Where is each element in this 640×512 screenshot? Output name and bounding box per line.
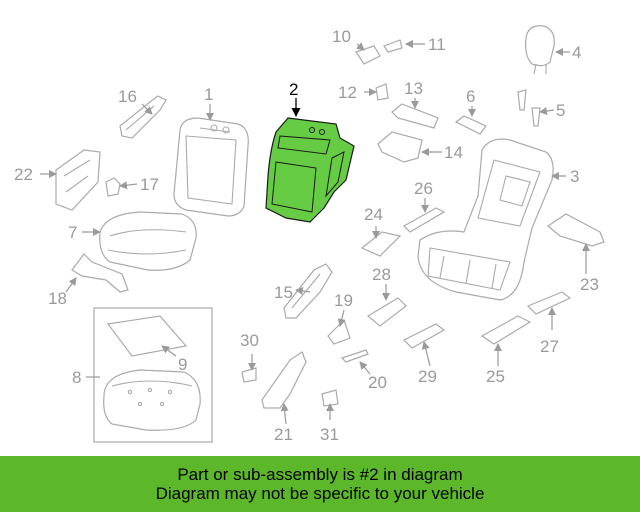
part-7-cushion bbox=[99, 211, 197, 271]
callout-30: 30 bbox=[240, 331, 259, 350]
callout-19: 19 bbox=[334, 291, 353, 310]
part-26-trim bbox=[403, 207, 446, 233]
callout-2: 2 bbox=[289, 80, 298, 99]
callout-labels: 1 2 3 4 5 6 7 8 9 10 11 12 13 14 15 16 1… bbox=[14, 27, 599, 444]
part-17-clip bbox=[105, 177, 121, 197]
callout-15: 15 bbox=[274, 283, 293, 302]
callout-10: 10 bbox=[332, 27, 351, 46]
part-3-seat-frame bbox=[417, 138, 554, 301]
callout-7: 7 bbox=[68, 223, 77, 242]
part-30-clip bbox=[241, 367, 257, 383]
callout-14: 14 bbox=[444, 143, 463, 162]
part-22-bracket bbox=[55, 149, 101, 211]
part-5-guides bbox=[517, 89, 541, 127]
part-25-trim bbox=[480, 315, 532, 345]
part-6-switch bbox=[454, 115, 487, 135]
callout-3: 3 bbox=[570, 167, 579, 186]
banner-line-2: Diagram may not be specific to your vehi… bbox=[155, 484, 485, 503]
callout-5: 5 bbox=[556, 101, 565, 120]
part-31-clip bbox=[321, 389, 339, 407]
part-13-bracket bbox=[391, 103, 439, 129]
callout-21: 21 bbox=[274, 425, 293, 444]
callout-12: 12 bbox=[338, 83, 357, 102]
part-19-clip bbox=[327, 318, 351, 345]
callout-16: 16 bbox=[118, 87, 137, 106]
part-8-group-box bbox=[93, 307, 213, 443]
part-12-clip bbox=[375, 83, 389, 101]
callout-28: 28 bbox=[372, 265, 391, 284]
part-10-clip bbox=[355, 45, 381, 65]
callout-25: 25 bbox=[486, 367, 505, 386]
callout-24: 24 bbox=[364, 205, 383, 224]
callout-31: 31 bbox=[320, 425, 339, 444]
part-28-trim bbox=[366, 297, 407, 327]
leader-lines bbox=[40, 40, 590, 425]
part-2-highlighted bbox=[265, 117, 355, 223]
callout-8: 8 bbox=[72, 368, 81, 387]
callout-1: 1 bbox=[204, 85, 213, 104]
callout-13: 13 bbox=[404, 79, 423, 98]
part-18-frame bbox=[71, 253, 129, 293]
callout-20: 20 bbox=[368, 373, 387, 392]
callout-17: 17 bbox=[140, 175, 159, 194]
callout-27: 27 bbox=[540, 337, 559, 356]
info-banner: Part or sub-assembly is #2 in diagram Di… bbox=[0, 456, 640, 512]
part-20-clip bbox=[340, 349, 369, 363]
callout-11: 11 bbox=[428, 35, 446, 54]
banner-line-1: Part or sub-assembly is #2 in diagram bbox=[177, 465, 463, 484]
parts-diagram: 1 2 3 4 5 6 7 8 9 10 11 12 13 14 15 16 1… bbox=[14, 25, 605, 444]
part-11-clip bbox=[383, 39, 403, 53]
part-29-trim bbox=[402, 323, 446, 349]
part-23-bracket bbox=[546, 213, 605, 247]
part-21-trim bbox=[261, 351, 307, 409]
part-1-seat-back bbox=[173, 117, 249, 217]
callout-23: 23 bbox=[580, 275, 599, 294]
part-14-tray bbox=[377, 131, 423, 163]
part-27-trim bbox=[526, 291, 572, 315]
callout-9: 9 bbox=[178, 355, 187, 374]
part-24-trim bbox=[360, 231, 402, 257]
callout-6: 6 bbox=[466, 87, 475, 106]
callout-22: 22 bbox=[14, 165, 33, 184]
callout-4: 4 bbox=[572, 43, 581, 62]
callout-18: 18 bbox=[48, 289, 67, 308]
callout-26: 26 bbox=[414, 179, 433, 198]
part-4-headrest bbox=[525, 25, 555, 75]
callout-29: 29 bbox=[418, 367, 437, 386]
